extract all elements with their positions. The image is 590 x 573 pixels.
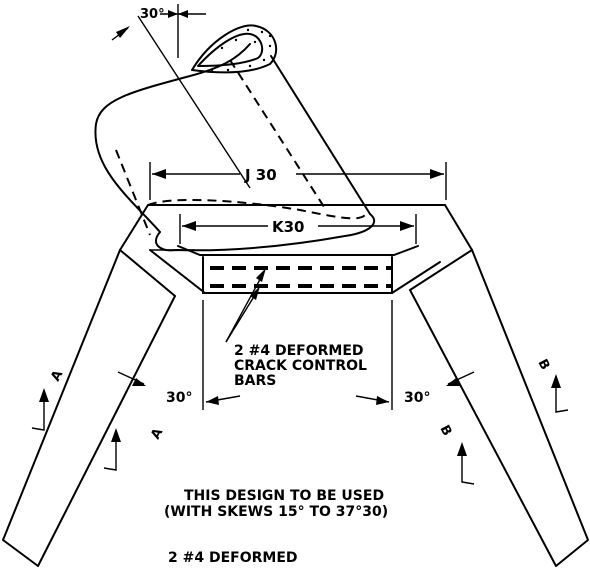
bars-label-line2: CRACK CONTROL <box>234 358 367 374</box>
headwall-outline <box>119 204 473 297</box>
design-note-line2: (WITH SKEWS 15° TO 37°30) <box>164 504 388 520</box>
angle-right-label: 30° <box>404 390 430 406</box>
dimension-j <box>149 162 447 200</box>
bottom-bars-label: 2 #4 DEFORMED <box>168 550 298 566</box>
dim-k-label: K30 <box>272 218 305 236</box>
section-b-label-2: B <box>436 423 454 439</box>
right-wing-wall <box>409 249 589 567</box>
skew-angle-label: 30° <box>140 7 165 22</box>
dimension-k <box>179 214 417 244</box>
section-b-label-1: B <box>534 357 552 373</box>
angle-left-label: 30° <box>166 390 192 406</box>
skew-angle-top <box>111 4 251 189</box>
bars-label-line1: 2 #4 DEFORMED <box>234 343 364 359</box>
section-a-markers <box>31 388 121 471</box>
concrete-stipple <box>210 28 272 72</box>
dim-j-label: J 30 <box>244 166 277 184</box>
design-note-line1: THIS DESIGN TO BE USED <box>184 488 384 504</box>
angle-right-dimension <box>355 300 475 410</box>
culvert-pipe <box>94 24 376 252</box>
section-b-markers <box>457 374 569 485</box>
crack-control-bars <box>210 266 392 343</box>
bars-label-line3: BARS <box>234 373 276 389</box>
section-a-label-1: A <box>48 368 66 384</box>
section-a-label-2: A <box>148 426 166 442</box>
angle-left-dimension <box>117 300 241 410</box>
